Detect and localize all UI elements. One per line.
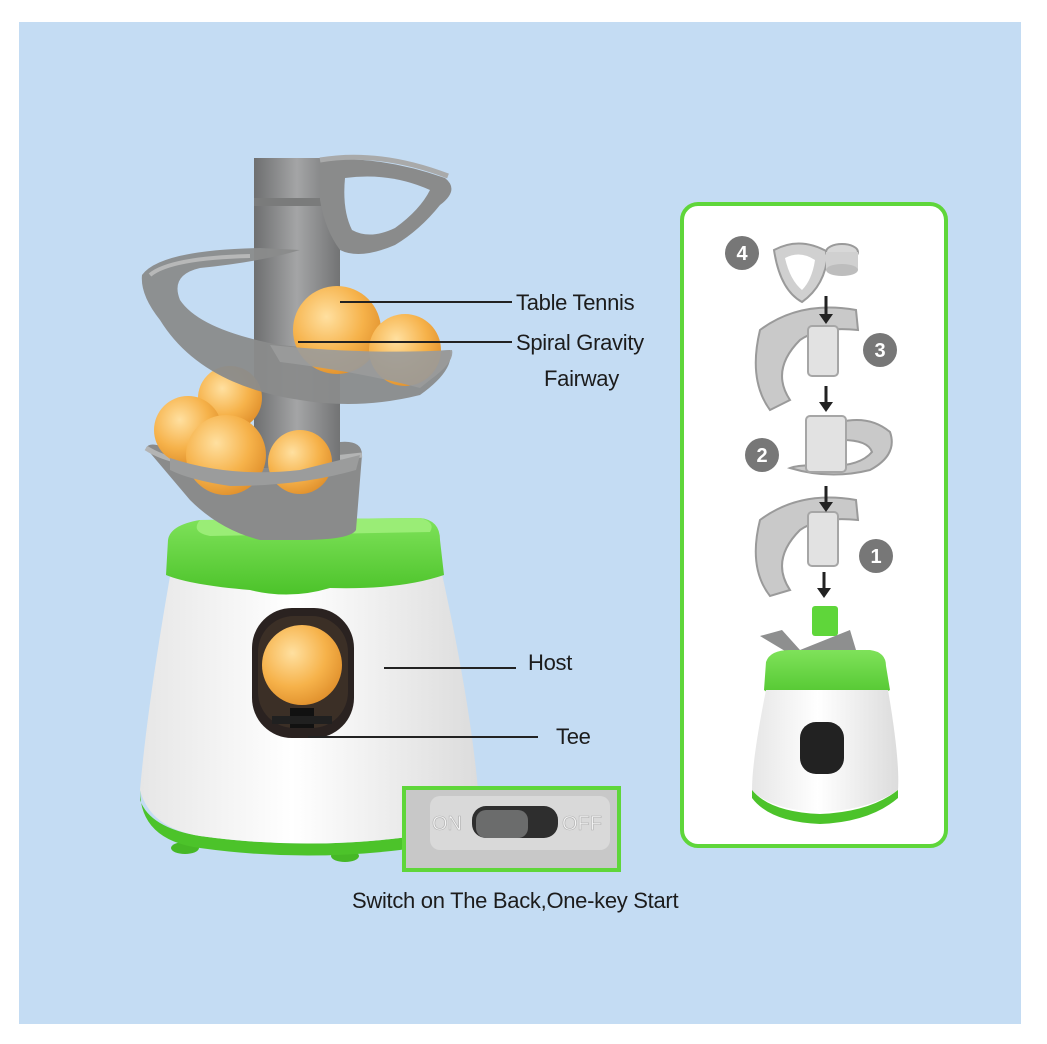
part-3-spiral [754, 306, 860, 412]
label-spiral-gravity: Spiral Gravity [516, 330, 644, 355]
step-badge-2: 2 [745, 438, 779, 472]
label-tee: Tee [556, 724, 591, 749]
switch-inset: ON OFF [402, 786, 621, 872]
switch-off-text: OFF [562, 813, 602, 835]
assembly-arrows [817, 296, 833, 598]
svg-text:3: 3 [874, 340, 885, 362]
label-switch-caption: Switch on The Back,One-key Start [352, 888, 679, 913]
label-fairway: Fairway [544, 366, 619, 391]
svg-text:1: 1 [870, 546, 881, 568]
label-table-tennis: Table Tennis [516, 290, 635, 315]
part-2-spiral [786, 415, 893, 476]
step-badge-4: 4 [725, 236, 759, 270]
machine-main [140, 154, 478, 862]
mini-machine [752, 606, 899, 824]
label-host: Host [528, 650, 573, 675]
svg-text:2: 2 [756, 445, 767, 467]
assembly-panel: 4 3 2 1 [680, 202, 948, 848]
switch-on-text: ON [432, 813, 462, 835]
part-4-cap [772, 242, 859, 304]
ball-in-window [262, 625, 342, 705]
switch-toggle [476, 810, 528, 838]
svg-text:4: 4 [736, 243, 748, 265]
step-badge-1: 1 [859, 539, 893, 573]
part-1-spiral [754, 496, 860, 598]
ball [268, 430, 332, 494]
base-top-cap [166, 518, 444, 595]
step-badge-3: 3 [863, 333, 897, 367]
label-leader-lines [298, 301, 538, 738]
base-bottom-ring [140, 790, 478, 856]
